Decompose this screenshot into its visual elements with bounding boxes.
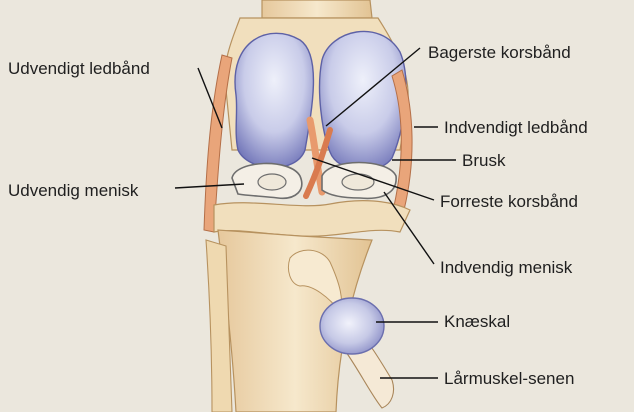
label-udvendigt-ledbaand: Udvendigt ledbånd	[8, 60, 150, 77]
label-forreste-korsbaand: Forreste korsbånd	[440, 193, 578, 210]
label-brusk: Brusk	[462, 152, 505, 169]
label-bagerste-korsbaand: Bagerste korsbånd	[428, 44, 571, 61]
patella	[320, 298, 384, 354]
label-laarmuskel-senen: Lårmuskel-senen	[444, 370, 574, 387]
femur-shaft	[262, 0, 372, 18]
tibial-plateau	[214, 201, 410, 237]
medial-condyle	[320, 31, 406, 170]
label-indvendig-menisk: Indvendig menisk	[440, 259, 572, 276]
label-udvendig-menisk: Udvendig menisk	[8, 182, 138, 199]
label-indvendigt-ledbaand: Indvendigt ledbånd	[444, 119, 588, 136]
lateral-condyle	[235, 33, 313, 167]
label-knaeskal: Knæskal	[444, 313, 510, 330]
